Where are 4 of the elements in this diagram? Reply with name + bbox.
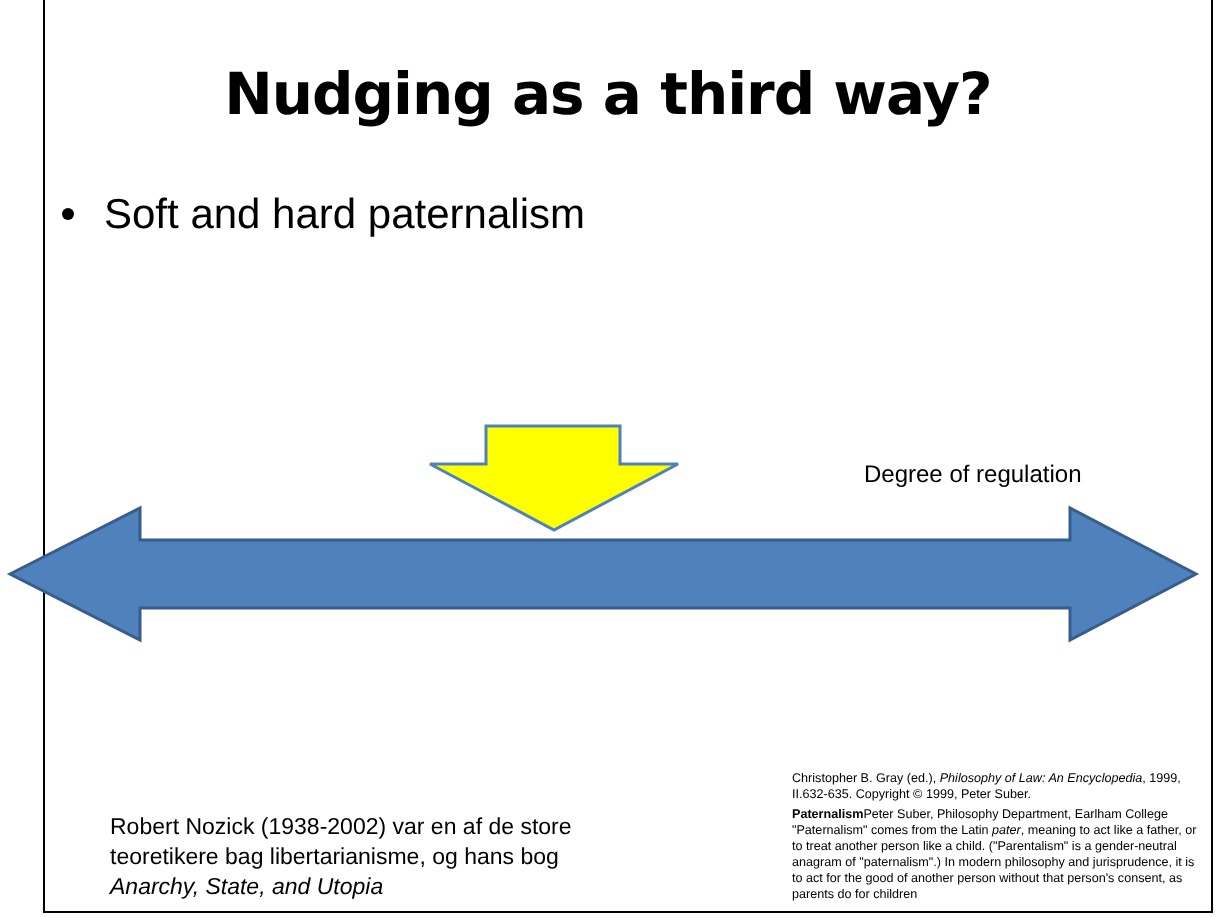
bullet-text: Soft and hard paternalism: [104, 192, 585, 240]
note-paragraph: Robert Nozick (1938-2002) var en af de store teoretikere bag libertarianisme, og hans bog Anarchy, State, and Utopia: [110, 814, 574, 904]
slide-title: Nudging as a third way?: [222, 60, 994, 128]
axis-caption: Degree of regulation: [864, 460, 1082, 488]
